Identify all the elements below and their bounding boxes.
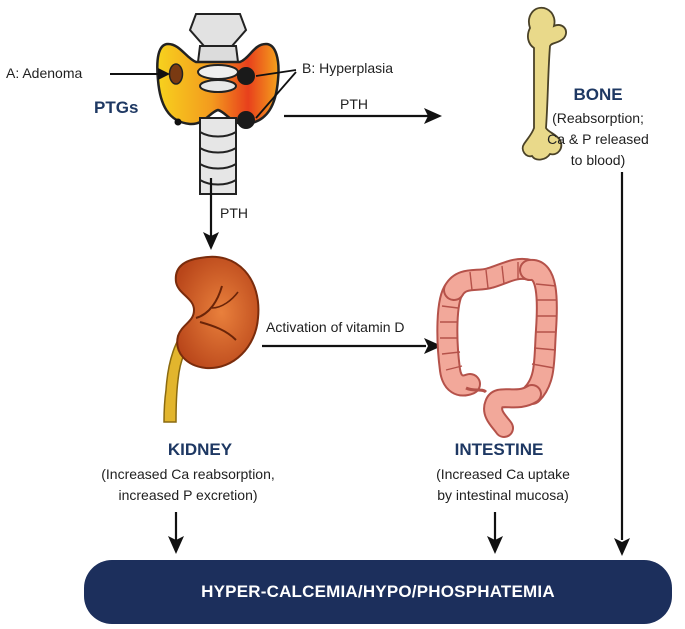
adenoma-pointer-arrow <box>110 68 170 80</box>
kidney-note-line: increased P excretion) <box>118 487 258 503</box>
arrow-kidney-to-result <box>168 512 184 554</box>
result-text: HYPER-CALCEMIA/HYPO/PHOSPHATEMIA <box>201 582 555 601</box>
kidney-note-line: (Increased Ca reabsorption, <box>101 466 275 482</box>
kidney-title: KIDNEY <box>167 440 233 459</box>
hyperplasia-pointer-lines <box>255 69 297 119</box>
pth-arrow-to-bone <box>284 108 442 124</box>
vitamin-d-arrow <box>262 338 442 354</box>
hyperplasia-label: B: Hyperplasia <box>302 60 394 76</box>
femur-bone-icon <box>521 6 567 161</box>
bone-note-line: to blood) <box>570 152 626 168</box>
arrow-intestine-to-result <box>487 512 503 554</box>
large-intestine-icon <box>436 258 558 438</box>
hyperplasia-marker-lower <box>237 111 255 129</box>
intestine-title: INTESTINE <box>454 440 544 459</box>
bone-title: BONE <box>573 85 623 104</box>
result-banner: HYPER-CALCEMIA/HYPO/PHOSPHATEMIA <box>84 560 672 624</box>
thyroid-parathyroid-icon <box>156 13 280 195</box>
intestine-note-line: by intestinal mucosa) <box>437 487 569 503</box>
intestine-note-line: (Increased Ca uptake <box>436 466 570 482</box>
kidney-icon <box>163 255 260 423</box>
arrow-bone-to-result <box>614 172 630 556</box>
bone-note-line: (Reabsorption; <box>552 110 644 126</box>
ptgs-label: PTGs <box>94 98 139 117</box>
adenoma-label: A: Adenoma <box>6 65 83 81</box>
hyperplasia-marker-upper <box>237 67 255 85</box>
bone-note: (Reabsorption; Ca & P released to blood) <box>547 108 649 171</box>
bone-note-line: Ca & P released <box>547 131 649 147</box>
intestine-note: (Increased Ca uptake by intestinal mucos… <box>436 464 570 506</box>
pth-label-down: PTH <box>220 205 248 221</box>
vitamin-d-label: Activation of vitamin D <box>266 319 405 335</box>
adenoma-marker <box>168 63 184 85</box>
pth-label-right: PTH <box>340 96 368 112</box>
kidney-note: (Increased Ca reabsorption, increased P … <box>101 464 275 506</box>
pth-arrow-to-kidney <box>203 178 219 250</box>
